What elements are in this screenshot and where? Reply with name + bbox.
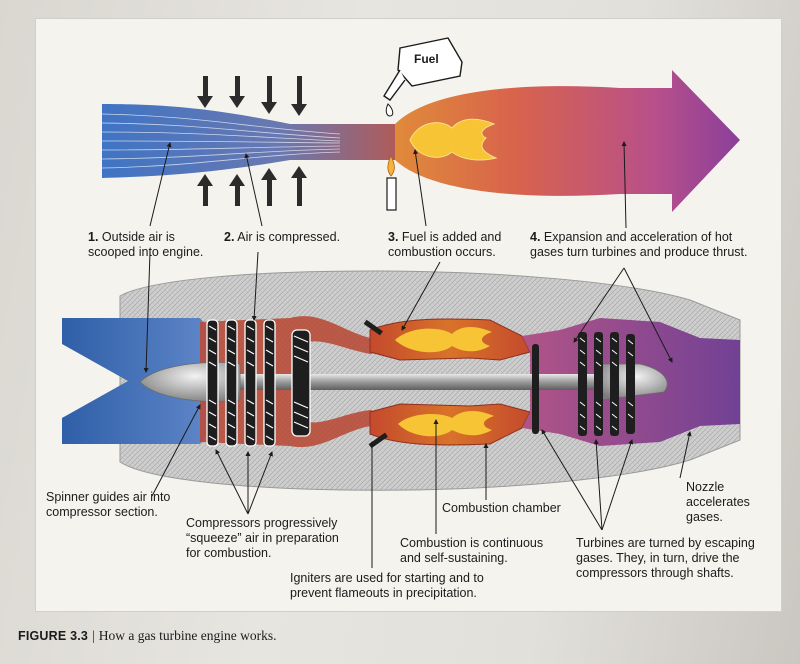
intake-stream (102, 104, 400, 178)
step-4-label: 4. Expansion and acceleration of hot gas… (530, 230, 748, 259)
exhaust-plume (395, 70, 740, 212)
arrow-up-icon (291, 166, 307, 206)
compressor-disk (263, 319, 276, 447)
arrow-down-icon (291, 76, 307, 116)
engine-intake (62, 318, 210, 444)
igniters-label: Igniters are used for starting and to pr… (290, 571, 484, 600)
igniter-top (363, 319, 383, 336)
step-1-label: 1. Outside air is scooped into engine. (88, 230, 204, 259)
fuel-can-icon: Fuel (383, 37, 463, 117)
nozzle-label: Nozzle accelerates gases. (686, 480, 750, 524)
fuel-can-label: Fuel (414, 52, 439, 66)
compressor-stages (206, 319, 311, 447)
flame-icon (395, 327, 492, 353)
engine-cutaway (62, 270, 741, 491)
arrow-down-icon (229, 76, 245, 108)
figure-caption: FIGURE 3.3|How a gas turbine engine work… (18, 628, 277, 644)
step-3-label: 3. Fuel is added and combustion occurs. (388, 230, 502, 259)
compression-arrows (197, 76, 307, 206)
figure-number: FIGURE 3.3 (18, 629, 89, 643)
air-lines (101, 113, 341, 169)
compressor-disk (244, 319, 257, 447)
caption-divider: | (92, 628, 95, 643)
compressor-disk (225, 319, 238, 447)
compressor-disk (206, 319, 219, 447)
turbines-label: Turbines are turned by escaping gases. T… (576, 536, 755, 580)
step-2-label: 2. Air is compressed. (224, 230, 341, 244)
candle-icon (386, 155, 397, 211)
spinner-label: Spinner guides air into compressor secti… (46, 490, 171, 519)
flame-icon (409, 118, 498, 161)
turbine-stages (532, 332, 635, 436)
arrow-up-icon (261, 168, 277, 206)
schematic-airflow (101, 70, 740, 212)
caption-text: How a gas turbine engine works. (98, 628, 277, 643)
arrow-down-icon (261, 76, 277, 114)
leader-lines (143, 141, 692, 568)
flame-icon (398, 411, 494, 437)
arrow-down-icon (197, 76, 213, 108)
combustion-chamber-label: Combustion chamber (442, 501, 561, 515)
arrow-up-icon (197, 174, 213, 206)
arrow-up-icon (229, 174, 245, 206)
compressors-label: Compressors progressively “squeeze” air … (186, 516, 339, 560)
drive-shaft (230, 374, 630, 390)
combustion-label: Combustion is continuous and self-sustai… (400, 536, 544, 565)
